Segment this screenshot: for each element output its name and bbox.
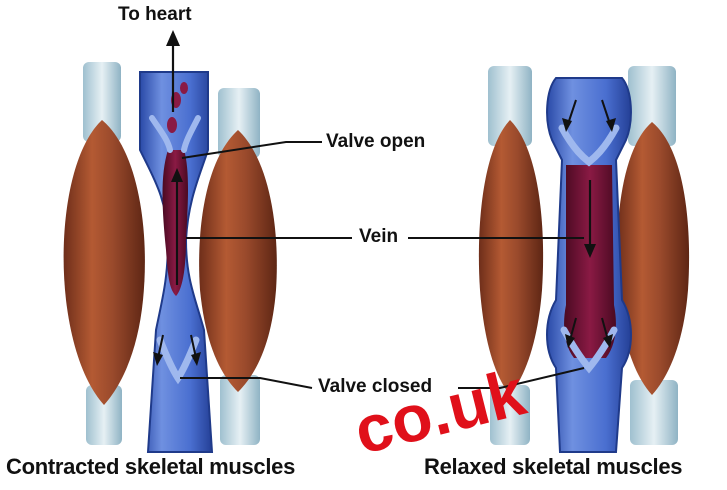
right-vein — [547, 78, 631, 452]
left-muscle-b — [199, 88, 277, 445]
contracted-caption: Contracted skeletal muscles — [6, 454, 295, 480]
valve-open-label: Valve open — [326, 131, 425, 153]
vein-label: Vein — [359, 226, 398, 248]
to-heart-label: To heart — [118, 4, 192, 26]
left-muscle-a — [64, 62, 145, 445]
relaxed-caption: Relaxed skeletal muscles — [424, 454, 682, 480]
